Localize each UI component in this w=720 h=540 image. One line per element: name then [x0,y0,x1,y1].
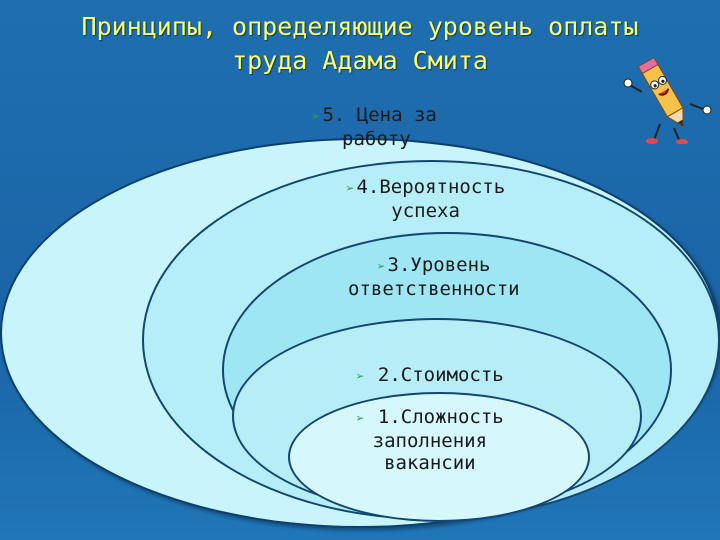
pencil-mascot-icon [620,52,716,144]
level-5-label: ➢5. Цена за работу [312,104,437,150]
level-3-line1: Уровень [410,254,490,276]
level-1-line2: заполнения [356,430,504,452]
title-line-2: труда Адама Смита [40,44,680,78]
arrow-bullet-icon: ➢ [356,411,364,427]
arrow-bullet-icon: ➢ [346,181,354,197]
level-1-label: ➢ 1.Сложность заполнения вакансии [356,406,504,474]
level-2-label: ➢ 2.Стоимость [356,364,504,388]
title-line-1: Принципы, определяющие уровень оплаты [40,10,680,44]
level-4-line1: Вероятность [379,176,505,198]
slide-title: Принципы, определяющие уровень оплаты тр… [40,10,680,78]
level-4-number: 4. [356,176,379,198]
level-3-label: ➢3.Уровень ответственности [348,254,520,300]
arrow-bullet-icon: ➢ [312,109,320,125]
level-1-line1: Сложность [401,406,504,428]
level-5-line2: работу [312,128,437,150]
arrow-bullet-icon: ➢ [377,259,385,275]
arrow-bullet-icon: ➢ [356,369,364,385]
level-4-line2: успеха [346,200,505,222]
level-3-line2: ответственности [348,278,520,300]
level-5-line1: Цена за [357,104,437,126]
level-1-number: 1. [378,406,401,428]
level-1-line3: вакансии [356,452,504,474]
level-4-label: ➢4.Вероятность успеха [346,176,505,222]
level-2-number: 2. [378,364,401,386]
level-5-number: 5. [322,104,345,126]
level-3-number: 3. [388,254,411,276]
level-2-line1: Стоимость [401,364,504,386]
